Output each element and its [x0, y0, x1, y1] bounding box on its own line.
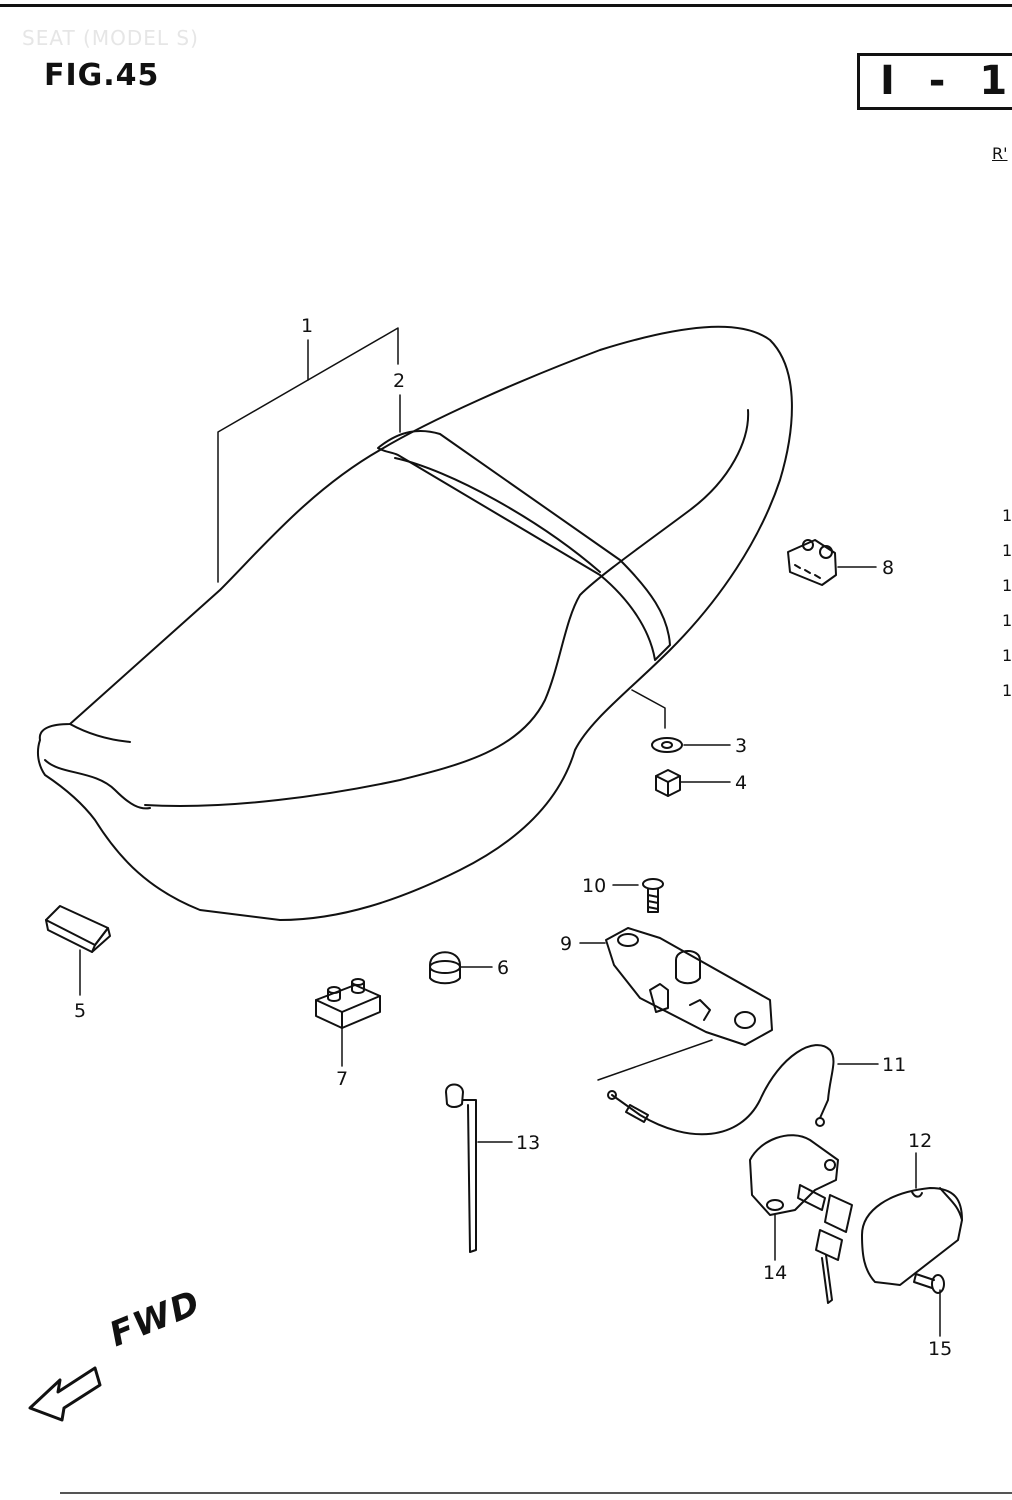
- edge-number: 1: [1002, 681, 1012, 700]
- cap-part-6: [429, 951, 461, 985]
- callout-part-8: 8: [882, 557, 895, 579]
- reference-code: I - 1: [880, 58, 1012, 104]
- seat-nose: [69, 723, 131, 743]
- callout-part-9: 9: [560, 933, 573, 955]
- lock-assembly-part-14: [749, 1134, 853, 1304]
- callout-part-1: 1: [301, 315, 314, 337]
- reference-box: [857, 53, 1012, 110]
- seat-strap: [377, 429, 671, 661]
- callout-part-11: 11: [882, 1054, 907, 1076]
- strap-edge: [394, 457, 601, 573]
- band-part-13: [445, 1083, 477, 1253]
- leader-part-3-4: [631, 689, 666, 729]
- forward-arrow: [28, 1366, 102, 1422]
- edge-number: 1: [1002, 506, 1012, 525]
- edge-text-top-right: R': [992, 144, 1008, 163]
- top-border-line: [0, 4, 1012, 7]
- seat-inner-edge: [144, 409, 750, 807]
- page-title-faint: SEAT (MODEL S): [22, 26, 199, 50]
- callout-part-6: 6: [497, 957, 510, 979]
- rubber-cushion-part-8: [787, 539, 837, 586]
- seat-front-lip: [44, 759, 151, 810]
- cable-part-11: [607, 1044, 835, 1136]
- callout-part-2: 2: [393, 370, 406, 392]
- bracket-part-7: [315, 978, 381, 1029]
- seat-outline: [36, 325, 793, 921]
- seat-body: [36, 325, 793, 921]
- bottom-border-line: [60, 1492, 1012, 1494]
- callout-part-3: 3: [735, 735, 748, 757]
- edge-number: 1: [1002, 541, 1012, 560]
- seat-lock-plate-part-9: [605, 927, 773, 1046]
- callout-part-10: 10: [582, 875, 607, 897]
- cover-part-12: [861, 1187, 963, 1286]
- leader-lines: [79, 327, 941, 1337]
- cushion-part-5: [45, 905, 111, 953]
- figure-label: FIG.45: [44, 58, 160, 93]
- washer-part-3: [651, 737, 683, 753]
- callout-part-4: 4: [735, 772, 748, 794]
- callout-part-14: 14: [763, 1262, 788, 1284]
- edge-number: 1: [1002, 611, 1012, 630]
- callout-part-5: 5: [74, 1000, 87, 1022]
- leader-cable-link: [597, 1039, 713, 1081]
- callout-part-13: 13: [516, 1132, 541, 1154]
- callout-part-7: 7: [336, 1068, 349, 1090]
- callout-part-15: 15: [928, 1338, 953, 1360]
- screw-part-15: [913, 1273, 945, 1294]
- nut-part-4: [655, 769, 681, 797]
- edge-number: 1: [1002, 576, 1012, 595]
- callout-part-12: 12: [908, 1130, 933, 1152]
- screw-part-10: [642, 878, 664, 913]
- strap-band: [377, 429, 671, 661]
- edge-number: 1: [1002, 646, 1012, 665]
